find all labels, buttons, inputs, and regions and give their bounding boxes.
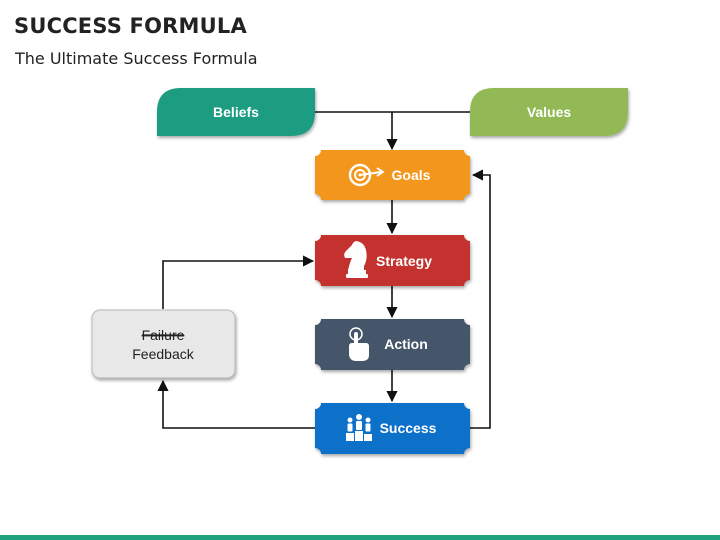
values-node: Values <box>470 88 628 136</box>
pointing-hand-icon <box>349 327 369 361</box>
goals-node: Goals <box>315 150 470 200</box>
feedback-node: Failure Feedback <box>91 309 236 379</box>
success-label: Success <box>380 420 437 436</box>
page-subtitle: The Ultimate Success Formula <box>15 49 258 68</box>
target-icon <box>348 163 385 187</box>
strategy-label: Strategy <box>376 253 432 269</box>
strategy-node: Strategy <box>315 235 470 286</box>
arrow-success-to-feedback <box>157 379 315 429</box>
chess-knight-icon <box>344 241 368 278</box>
action-node: Action <box>315 319 470 370</box>
beliefs-label: Beliefs <box>213 104 259 120</box>
arrow-feedback-to-strategy <box>162 255 315 309</box>
connectors <box>157 111 491 429</box>
success-node: Success <box>315 403 470 454</box>
values-label: Values <box>527 104 572 120</box>
goals-label: Goals <box>392 167 431 183</box>
arrow-success-to-goals <box>470 169 491 429</box>
page-title: SUCCESS FORMULA <box>14 14 247 38</box>
feedback-label: Feedback <box>132 346 194 362</box>
beliefs-node: Beliefs <box>157 88 315 136</box>
team-podium-icon <box>346 414 372 441</box>
action-label: Action <box>384 336 428 352</box>
bottom-accent-bar <box>0 535 720 540</box>
